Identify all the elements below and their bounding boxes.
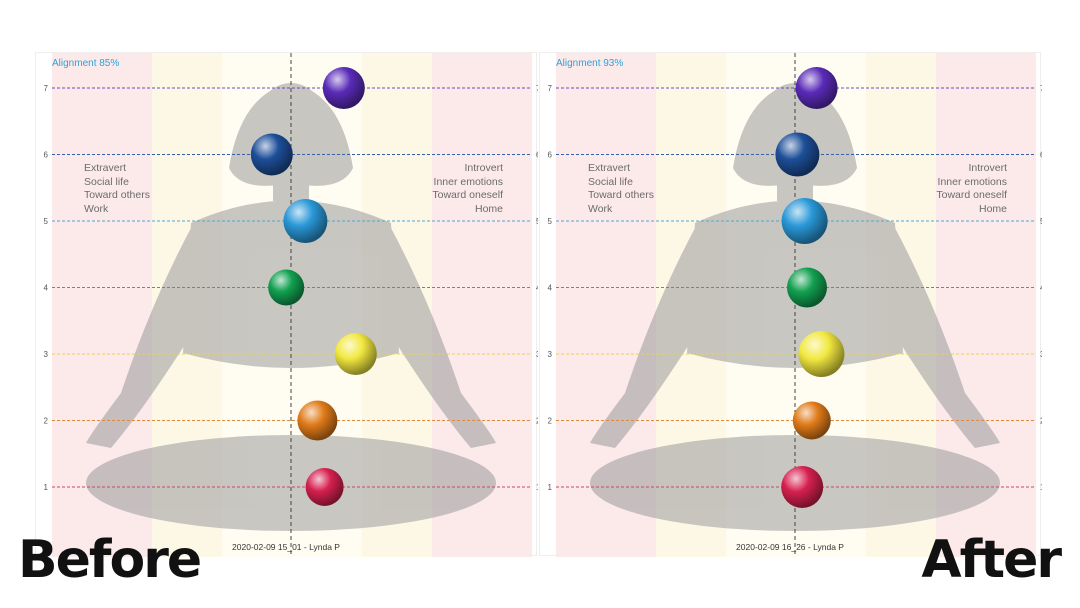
y-tick-label-right: 1 [1040,483,1042,492]
y-tick-label-right: 6 [536,151,538,160]
right-descriptors: Introvert Inner emotions Toward oneself … [432,162,503,216]
chakra-sphere-level-3 [798,331,845,377]
chart-panel-after: 1 1 2 2 3 3 4 4 5 5 6 6 7 7 Alignment 93% Extravert S… [539,52,1042,557]
y-tick-label-right: 2 [1040,417,1042,426]
chakra-sphere-level-2 [297,400,338,441]
left-descriptor: Work [588,202,613,215]
y-tick-label-left: 1 [548,483,553,492]
chakra-sphere-level-5 [283,199,328,243]
left-descriptor: Social life [588,175,633,188]
right-descriptor: Home [474,202,503,215]
chakra-sphere-level-3 [334,333,377,375]
after-label: After [921,530,1062,590]
chakra-sphere-level-5 [781,198,828,244]
before-label: Before [18,530,202,590]
left-descriptors: Extravert Social life Toward others Work [84,162,150,216]
y-tick-label-right: 7 [536,84,538,93]
chakra-points [250,67,377,506]
y-tick-label-left: 7 [548,84,553,93]
left-descriptor: Toward others [588,189,654,201]
right-descriptor: Inner emotions [937,175,1007,188]
y-tick-label-right: 2 [536,417,538,426]
left-descriptor: Toward others [84,189,150,201]
y-tick-label-right: 7 [1040,84,1042,93]
y-tick-label-left: 4 [44,284,49,293]
left-descriptor: Extravert [84,162,127,174]
right-descriptor: Toward oneself [432,189,503,201]
y-tick-label-right: 6 [1040,151,1042,160]
y-tick-label-right: 1 [536,483,538,492]
right-descriptor: Introvert [968,162,1007,174]
y-tick-label-left: 5 [44,217,49,226]
alignment-label: Alignment 93% [556,58,624,69]
y-tick-label-right: 3 [536,350,538,359]
chart-panel-before: 1 1 2 2 3 3 4 4 5 5 6 6 7 7 Alignment 85% Extravert S… [35,52,538,557]
chart-svg-before: 1 1 2 2 3 3 4 4 5 5 6 6 7 7 [44,53,538,557]
y-tick-label-right: 4 [1040,284,1042,293]
y-tick-label-left: 7 [44,84,49,93]
left-descriptor: Social life [84,175,129,188]
y-tick-label-left: 6 [548,151,553,160]
chakra-sphere-level-2 [792,401,831,440]
chakra-sphere-level-6 [775,132,820,177]
chakra-sphere-level-7 [322,67,365,109]
y-tick-label-right: 4 [536,284,538,293]
y-tick-label-right: 3 [1040,350,1042,359]
right-descriptor: Inner emotions [433,175,503,188]
left-descriptor: Work [84,202,109,215]
chakra-points [775,67,845,508]
right-descriptor: Toward oneself [936,189,1007,201]
chakra-sphere-level-4 [268,269,305,306]
y-tick-label-left: 4 [548,284,553,293]
y-tick-label-left: 6 [44,151,49,160]
chakra-sphere-level-7 [795,67,838,109]
y-tick-label-left: 2 [548,417,553,426]
chart-footer: 2020-02-09 16_26 - Lynda P [736,542,844,552]
y-tick-label-right: 5 [536,217,538,226]
left-descriptor: Extravert [588,162,631,174]
chart-footer: 2020-02-09 15_01 - Lynda P [232,542,340,552]
right-descriptor: Home [978,202,1007,215]
y-tick-label-right: 5 [1040,217,1042,226]
chakra-sphere-level-6 [250,133,293,176]
y-tick-label-left: 5 [548,217,553,226]
y-tick-label-left: 3 [548,350,553,359]
chart-svg-after: 1 1 2 2 3 3 4 4 5 5 6 6 7 7 [548,53,1042,557]
alignment-label: Alignment 85% [52,58,120,69]
y-tick-label-left: 1 [44,483,49,492]
chakra-sphere-level-1 [305,468,344,506]
right-descriptors: Introvert Inner emotions Toward oneself … [936,162,1007,216]
y-tick-label-left: 2 [44,417,49,426]
chakra-sphere-level-1 [781,466,824,508]
left-descriptors: Extravert Social life Toward others Work [588,162,654,216]
chakra-sphere-level-4 [787,267,827,308]
right-descriptor: Introvert [464,162,503,174]
y-tick-label-left: 3 [44,350,49,359]
